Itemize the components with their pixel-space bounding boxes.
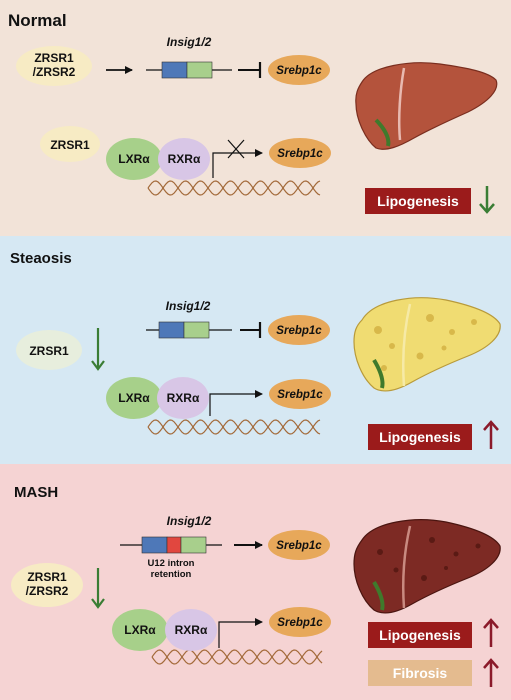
dna-strand-a [147, 419, 321, 435]
transcription-arrow [212, 149, 263, 178]
trend-down-arrow [479, 186, 495, 214]
insig-label: Insig1/2 [167, 35, 212, 49]
rxr-oval [158, 138, 210, 180]
insig-label: Insig1/2 [166, 299, 211, 313]
dna-strand-b [147, 419, 321, 435]
srebp-label-bottom: Srebp1c [277, 389, 323, 401]
zrsr1-label: ZRSR1 [29, 344, 69, 358]
zrsr1-oval [16, 330, 82, 370]
dna-strand-b [151, 649, 323, 665]
srebp-label-top: Srebp1c [276, 65, 322, 77]
intron-label-line2: retention [151, 569, 192, 580]
srebp-oval-top [268, 530, 330, 560]
insig-exon-blue [161, 61, 188, 79]
srebp-oval-bottom [269, 379, 331, 409]
liver-mash-image [353, 519, 501, 614]
zrsr-label-line2: /ZRSR2 [26, 584, 69, 598]
lxr-label: LXRα [118, 152, 150, 166]
zrsr1-oval [40, 126, 100, 162]
zrsr1-label: ZRSR1 [50, 138, 90, 152]
fibrosis-trend-up-arrow [483, 658, 499, 687]
rxr-label: RXRα [167, 391, 200, 405]
rxr-oval [165, 609, 217, 651]
dna-helix [151, 649, 323, 665]
lipogenesis-badge [365, 188, 471, 214]
insig-exon-blue [141, 536, 168, 554]
rxr-oval [157, 377, 209, 419]
srebp-label-bottom: Srebp1c [277, 617, 323, 629]
fibrosis-badge [368, 660, 472, 686]
panel-normal: Normal ZRSR1 /ZRSR2 Insig1/2 Srebp1c ZRS… [0, 0, 511, 236]
dna-helix [147, 419, 321, 435]
intron-label-line1: U12 intron [148, 558, 195, 569]
zrsr-oval [16, 46, 92, 86]
lipogenesis-badge [368, 622, 472, 648]
lipogenesis-label: Lipogenesis [379, 429, 461, 445]
srebp-oval-bottom [269, 138, 331, 168]
lipogenesis-trend-up-arrow [483, 618, 499, 647]
dna-strand-a [147, 180, 321, 196]
lxr-label: LXRα [118, 391, 150, 405]
panel-normal-title: Normal [8, 11, 67, 30]
transcription-arrow [218, 618, 263, 648]
liver-normal-image [355, 62, 498, 150]
lxr-label: LXRα [124, 623, 156, 637]
dna-helix [147, 180, 321, 196]
insig-exon-green [180, 536, 207, 554]
srebp-label-top: Srebp1c [276, 540, 322, 552]
insig-exon-blue [158, 321, 185, 339]
lxr-oval [112, 609, 168, 651]
lipogenesis-label: Lipogenesis [377, 193, 459, 209]
retained-intron [166, 536, 182, 554]
fibrosis-label: Fibrosis [393, 665, 448, 681]
srebp-oval-top [268, 55, 330, 85]
zrsr-trend-down-arrow [91, 328, 105, 371]
dna-strand-b [147, 180, 321, 196]
transcription-arrow [209, 390, 263, 416]
trend-up-arrow [483, 420, 499, 449]
rxr-label: RXRα [168, 152, 201, 166]
insig-exon-green [186, 61, 213, 79]
zrsr-label-line1: ZRSR1 [34, 51, 74, 65]
lxr-oval [106, 377, 162, 419]
srebp-label-top: Srebp1c [276, 325, 322, 337]
dna-strand-a [151, 649, 323, 665]
zrsr-oval [11, 563, 83, 607]
panel-steatosis: Steaosis Insig1/2 Srebp1c ZRSR1 LXRα RXR… [0, 236, 511, 464]
zrsr-label-line2: /ZRSR2 [33, 65, 76, 79]
zrsr-trend-down-arrow [91, 568, 105, 609]
lxr-oval [106, 138, 162, 180]
panel-mash-title: MASH [14, 484, 58, 501]
zrsr-label-line1: ZRSR1 [27, 570, 67, 584]
panel-mash: MASH Insig1/2 U12 intron retention Srebp… [0, 464, 511, 700]
panel-steatosis-title: Steaosis [10, 250, 72, 267]
lipogenesis-badge [368, 424, 472, 450]
srebp-oval-top [268, 315, 330, 345]
block-cross-b [227, 139, 245, 159]
lipogenesis-label: Lipogenesis [379, 627, 461, 643]
liver-fatty-image [353, 297, 501, 392]
rxr-label: RXRα [175, 623, 208, 637]
srebp-oval-bottom [269, 607, 331, 637]
insig-exon-green [183, 321, 210, 339]
insig-label: Insig1/2 [167, 514, 212, 528]
srebp-label-bottom: Srebp1c [277, 148, 323, 160]
